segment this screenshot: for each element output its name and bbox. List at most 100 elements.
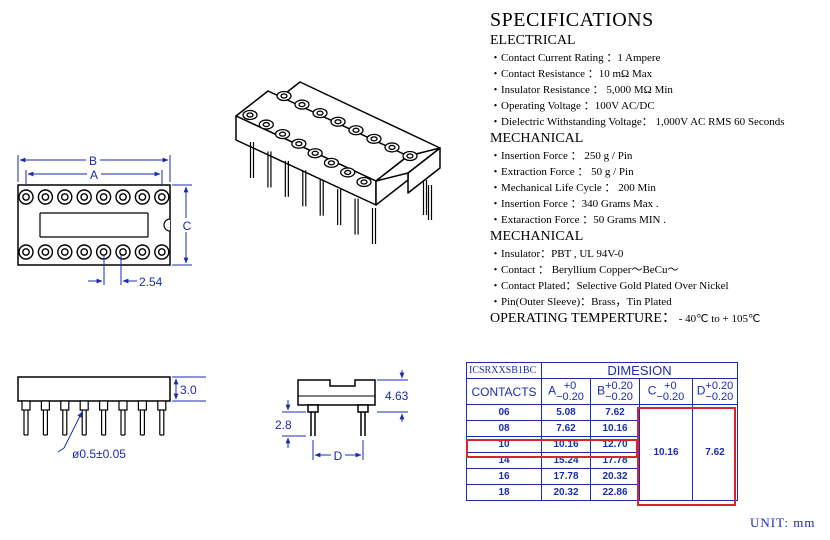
socket-hole xyxy=(134,189,151,205)
iso-hole xyxy=(340,167,356,178)
spec-item: ・Dielectric Withstanding Voltage： 1,000V… xyxy=(490,116,785,128)
socket-hole xyxy=(18,244,34,260)
cell-B: 12.70 xyxy=(590,436,640,453)
isometric-holes xyxy=(242,90,418,188)
side-pin xyxy=(137,400,147,436)
side-pin xyxy=(21,400,31,436)
cell-A: 7.62 xyxy=(541,420,591,437)
dim-height-label: 3.0 xyxy=(180,383,197,397)
cell-A: 15.24 xyxy=(541,452,591,469)
cell-B: 17.78 xyxy=(590,452,640,469)
spec-heading-material: MECHANICAL xyxy=(490,229,584,244)
iso-hole xyxy=(402,150,418,162)
iso-pin xyxy=(337,189,342,226)
spec-item: ・Mechanical Life Cycle ： 200 Min xyxy=(490,182,656,194)
top-view: B A C 2.54 xyxy=(17,153,194,289)
iso-pin xyxy=(427,185,433,220)
cell-A: 17.78 xyxy=(541,468,591,485)
iso-hole xyxy=(366,133,382,145)
spec-heading-electrical: ELECTRICAL xyxy=(490,33,576,48)
iso-pin xyxy=(267,151,272,188)
socket-hole xyxy=(134,244,151,260)
col-header-C: C+0−0.20 xyxy=(639,378,693,405)
cell-A: 5.08 xyxy=(541,404,591,421)
iso-hole xyxy=(312,107,328,119)
spec-title: SPECIFICATIONS xyxy=(490,9,654,31)
isometric-pins xyxy=(249,142,433,244)
cell-contacts: 06 xyxy=(466,404,542,421)
spec-item: ・Extraction Force ： 50 g / Pin xyxy=(490,166,634,178)
part-number: ICSRXXSB1BC xyxy=(466,362,542,379)
side-view-body xyxy=(17,376,171,402)
col-header-B: B+0.20−0.20 xyxy=(590,378,640,405)
iso-hole xyxy=(356,176,372,188)
iso-pin xyxy=(249,142,255,178)
dim-A-label: A xyxy=(90,168,98,182)
side-pin xyxy=(118,400,128,436)
spec-item: ・Contact ： Beryllium Copper～BeCu～ xyxy=(490,264,679,276)
dim-C-label: C xyxy=(183,219,192,233)
spec-heading-mechanical: MECHANICAL xyxy=(490,131,584,146)
spec-item: ・Pin(Outer Sleeve)：Brass，Tin Plated xyxy=(490,296,672,308)
cell-A: 20.32 xyxy=(541,484,591,501)
iso-hole xyxy=(291,138,307,149)
side-pin xyxy=(157,400,167,436)
col-header-A: A+0−0.20 xyxy=(541,378,591,405)
iso-hole xyxy=(276,90,292,102)
iso-hole xyxy=(242,109,258,121)
cell-B: 20.32 xyxy=(590,468,640,485)
cell-B: 22.86 xyxy=(590,484,640,501)
iso-pin xyxy=(371,208,377,244)
iso-hole xyxy=(274,128,291,140)
col-header-D: D+0.20−0.20 xyxy=(692,378,738,405)
table-row: 06 5.08 7.62 10.16 7.62 xyxy=(466,404,738,501)
contacts-header: CONTACTS xyxy=(466,378,542,405)
iso-hole xyxy=(348,125,364,136)
side-pin xyxy=(79,400,89,436)
iso-hole xyxy=(384,142,400,153)
spec-item: ・Extaraction Force ：50 Grams MIN . xyxy=(490,214,666,226)
socket-hole xyxy=(115,189,131,205)
socket-hole xyxy=(76,189,92,205)
spec-item: ・Insulator：PBT , UL 94V-0 xyxy=(490,248,624,260)
side-pin xyxy=(60,400,70,436)
unit-label: UNIT: mm xyxy=(750,515,816,530)
dim-B-label: B xyxy=(89,154,97,168)
socket-hole xyxy=(76,244,92,260)
cell-contacts: 10 xyxy=(466,436,542,453)
cell-contacts: 16 xyxy=(466,468,542,485)
side-view-pins xyxy=(21,400,167,436)
dim-body-height-label: 4.63 xyxy=(385,389,409,403)
spec-item: ・Contact Resistance ：10 mΩ Max xyxy=(490,68,653,80)
spec-item: ・Insulator Resistance ： 5,000 MΩ Min xyxy=(490,84,673,96)
socket-hole xyxy=(95,189,112,205)
cell-B: 10.16 xyxy=(590,420,640,437)
iso-hole xyxy=(307,148,323,159)
socket-hole xyxy=(57,244,73,260)
top-view-holes xyxy=(18,189,170,260)
cell-contacts: 08 xyxy=(466,420,542,437)
iso-hole xyxy=(330,116,346,127)
socket-hole xyxy=(57,189,73,205)
operating-temperature-value: - 40℃ to + 105℃ xyxy=(675,313,761,325)
iso-pin xyxy=(284,160,289,197)
pin1-notch xyxy=(163,218,171,232)
spec-item: ・Insertion Force ： 250 g / Pin xyxy=(490,150,633,162)
table-title: DIMESION xyxy=(541,362,738,379)
socket-hole xyxy=(115,244,131,260)
iso-pin xyxy=(319,179,324,216)
spec-item: ・Insertion Force ：340 Grams Max . xyxy=(490,198,659,210)
iso-hole xyxy=(258,119,274,130)
iso-hole xyxy=(294,99,310,110)
iso-pin xyxy=(354,198,359,235)
iso-hole xyxy=(323,157,340,169)
spec-item: ・Contact Plated：Selective Gold Plated Ov… xyxy=(490,280,729,292)
spec-item: ・Contact Current Rating ：1 Ampere xyxy=(490,52,661,64)
cell-D: 7.62 xyxy=(692,404,738,501)
operating-temperature: OPERATING TEMPERTURE： - 40℃ to + 105℃ xyxy=(490,310,826,328)
cell-B: 7.62 xyxy=(590,404,640,421)
iso-pin xyxy=(422,180,428,215)
end-view-body xyxy=(297,379,376,406)
side-pin xyxy=(98,400,109,436)
